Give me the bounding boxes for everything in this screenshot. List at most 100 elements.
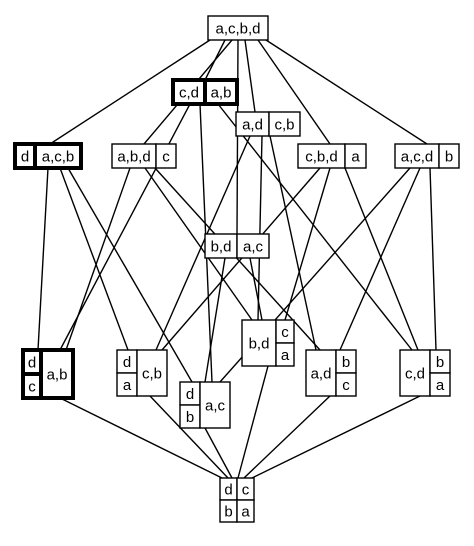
cell-label: d: [224, 482, 232, 499]
cell-label: c,b: [274, 117, 294, 134]
lattice-node-d-b-ac: db a,c: [179, 381, 231, 429]
lattice-node-cbd-a: c,b,d a: [297, 143, 367, 169]
cell-label: c: [162, 149, 170, 166]
cell-label: b,d: [211, 239, 232, 256]
edge-d-c-ab-to-dcba: [59, 397, 223, 479]
edge-cbd-a-to-d-a-cb: [161, 167, 321, 351]
cell-label: d: [186, 386, 194, 403]
highlight-border: [13, 142, 83, 170]
edge-acd-b-to-ad-b-c: [339, 167, 421, 351]
cell-label: d: [28, 355, 36, 372]
cell-label: a: [241, 504, 250, 521]
edge-d-acb-to-d-c-ab: [37, 167, 49, 351]
lattice-node-bd-ac: b,d a,c: [204, 233, 270, 259]
cell-border: [236, 499, 255, 523]
cell-border: [236, 233, 270, 259]
cell-label: a: [123, 377, 132, 394]
lattice-node-d-c-ab: dca,b: [21, 348, 75, 400]
edge-abcd-to-bd-ac: [236, 39, 239, 235]
edge-abcd-to-acd-b: [265, 39, 428, 145]
cell-label: a,b: [47, 367, 68, 384]
cell-label: c,d: [179, 85, 199, 102]
cell-label: a: [351, 149, 360, 166]
cell-label: a,c: [205, 398, 226, 415]
edge-ad-cb-to-d-a-cb: [155, 135, 251, 351]
cell-border: [241, 319, 277, 367]
lattice-node-cd-ab: c,d a,b: [171, 78, 239, 106]
edge-abd-c-to-d-c-ab: [65, 167, 131, 351]
cell-border: [335, 372, 357, 397]
edge-abcd-to-ad-cb: [244, 39, 256, 113]
edge-ad-cb-to-ad-b-c: [269, 135, 317, 351]
edge-d-acb-to-d-a-cb: [59, 167, 129, 351]
cell-label: b: [342, 354, 350, 371]
edge-cd-b-a-to-dcba: [251, 395, 421, 479]
lattice-node-cd-b-a: c,d ba: [399, 349, 451, 397]
edge-acd-b-to-cd-b-a: [429, 167, 437, 351]
edge-d-acb-to-d-b-ac: [67, 167, 193, 383]
cell-label: c,b,d: [305, 149, 338, 166]
cell-label: a,d: [242, 117, 263, 134]
lattice-node-acd-b: a,c,d b: [394, 143, 460, 169]
edge-abcd-to-d-acb: [49, 39, 211, 145]
cell-border: [268, 111, 301, 137]
cell-label: a,c,b,d: [215, 21, 260, 38]
cell-border: [305, 349, 337, 397]
cell-border: [399, 349, 431, 397]
cell-label: c,d: [405, 366, 425, 383]
edge-bd-ac-to-bd-c-a: [249, 257, 263, 321]
cell-border: [438, 143, 460, 169]
cell-label: d: [123, 354, 131, 371]
cell-label: a,c,b: [42, 149, 75, 166]
cell-border: [394, 143, 440, 169]
cell-border: [207, 15, 269, 41]
lattice-node-d-acb: d a,c,b: [13, 142, 83, 170]
cell-label: b: [445, 149, 453, 166]
cell-label: b: [186, 409, 194, 426]
lattice-node-ad-b-c: a,d bc: [305, 349, 357, 397]
cell-border: [297, 143, 346, 169]
edge-bd-c-a-to-dcba: [237, 365, 269, 479]
cell-border: [235, 111, 270, 137]
edge-d-b-ac-to-dcba: [204, 427, 233, 479]
cell-label: d: [21, 149, 29, 166]
edge-cd-ab-to-cd-b-a: [217, 103, 413, 351]
cell-border: [204, 233, 238, 259]
edge-bd-ac-to-d-b-ac: [204, 257, 226, 383]
cell-label: b,d: [249, 336, 270, 353]
lattice-node-abd-c: a,b,d c: [111, 143, 177, 169]
edge-d-a-cb-to-dcba: [149, 395, 229, 479]
cell-border: [155, 143, 177, 169]
nodes-layer: a,c,b,d c,d a,b a,d c,b d a,c,b a,b,d c c,b,d a a,c…: [13, 15, 460, 523]
highlight-border: [171, 78, 239, 106]
cell-label: b: [436, 354, 444, 371]
cell-border: [136, 349, 168, 397]
cell-label: a,d: [311, 366, 332, 383]
cell-label: a: [281, 347, 290, 364]
cell-label: b: [224, 504, 232, 521]
edge-cbd-a-to-bd-c-a: [284, 167, 331, 321]
lattice-node-bd-c-a: b,d ca: [241, 319, 295, 367]
cell-label: c: [281, 324, 289, 341]
cell-label: c: [242, 482, 250, 499]
cell-border: [275, 342, 295, 367]
cell-label: a,b: [211, 85, 232, 102]
edge-cbd-a-to-cd-b-a: [344, 167, 419, 351]
cell-label: a,c,d: [401, 149, 434, 166]
cell-label: c: [342, 377, 350, 394]
lattice-node-d-a-cb: dac,b: [116, 349, 168, 397]
highlight-border: [21, 348, 75, 400]
cell-border: [199, 381, 231, 429]
edge-abcd-to-cbd-a: [257, 39, 331, 145]
cell-label: a: [436, 377, 445, 394]
edge-abd-c-to-bd-c-a: [144, 167, 253, 321]
cell-label: a,c: [243, 239, 264, 256]
cell-border: [429, 372, 451, 397]
lattice-node-abcd: a,c,b,d: [207, 15, 269, 41]
edge-ad-cb-to-bd-c-a: [257, 135, 263, 321]
cell-border: [344, 143, 367, 169]
cell-label: a,b,d: [117, 149, 150, 166]
